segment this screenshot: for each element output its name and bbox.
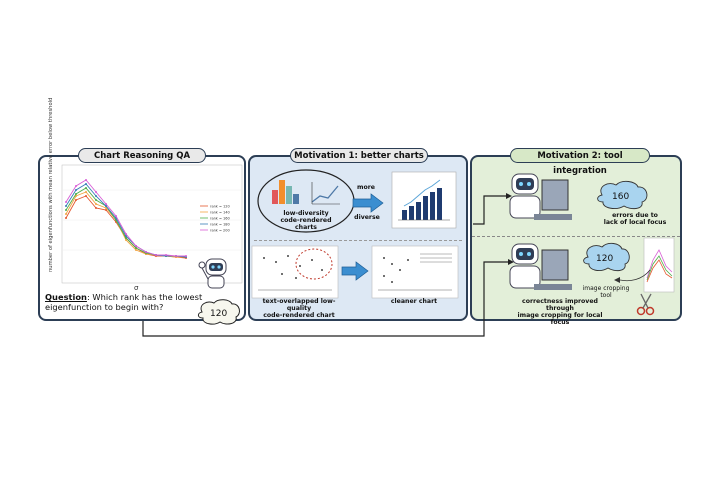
arrow-icon-top xyxy=(352,193,384,213)
chart-point xyxy=(85,195,87,197)
legend-entry: rank = 120 xyxy=(210,205,230,209)
chart-point xyxy=(75,189,77,191)
chart-point xyxy=(85,187,87,189)
thought-bubble-160: 160 xyxy=(597,180,648,210)
cropping-tool-label: image cropping tool xyxy=(582,285,630,299)
question-text: Question: Which rank has the lowest eige… xyxy=(45,292,203,313)
legend-entry: rank = 160 xyxy=(210,217,230,221)
overlapped-caption: text-overlapped low-quality code-rendere… xyxy=(262,298,336,320)
chart-point xyxy=(135,247,137,249)
robot-icon xyxy=(198,258,227,289)
svg-text:160: 160 xyxy=(612,192,629,202)
chart-point xyxy=(95,207,97,209)
chart-point xyxy=(125,239,127,241)
chart-point xyxy=(85,191,87,193)
overlapped-chart-thumbnail xyxy=(251,245,339,299)
chart-point xyxy=(105,205,107,207)
chart-point xyxy=(145,251,147,253)
chart-point xyxy=(65,209,67,211)
chart-point xyxy=(65,201,67,203)
chart-point xyxy=(135,249,137,251)
chart-point xyxy=(135,245,137,247)
legend-entry: rank = 180 xyxy=(210,223,230,227)
cropped-chart-thumbnail xyxy=(643,237,675,293)
chart-point xyxy=(95,195,97,197)
chart-point xyxy=(65,217,67,219)
chart-point xyxy=(155,254,157,256)
chart-ylabel: number of eigenfunctions with mean relat… xyxy=(48,98,54,272)
correctness-caption: correctness improved through image cropp… xyxy=(517,298,603,327)
more-label: more xyxy=(357,184,375,191)
chart-point xyxy=(75,185,77,187)
low-diversity-caption: low-diversity code-rendered charts xyxy=(280,210,332,232)
cropping-arrow xyxy=(614,269,651,283)
chart-point xyxy=(185,255,187,257)
chart-reasoning-title: Chart Reasoning QA xyxy=(78,148,206,163)
chart-point xyxy=(65,205,67,207)
chart-point xyxy=(165,254,167,256)
chart-point xyxy=(105,203,107,205)
thought-bubble-120: 120 xyxy=(583,242,630,272)
diverse-label: diverse xyxy=(354,214,380,221)
chart-point xyxy=(85,179,87,181)
cleaner-caption: cleaner chart xyxy=(390,298,438,305)
panel-3-divider xyxy=(472,236,680,237)
chart-point xyxy=(75,193,77,195)
diverse-chart-thumbnail xyxy=(391,171,457,229)
answer-bubble-120: 120 xyxy=(197,299,240,325)
chart-xlabel: σ xyxy=(134,284,139,292)
legend-entry: rank = 200 xyxy=(210,229,230,233)
legend-entry: rank = 140 xyxy=(210,211,230,215)
robot-at-computer-top xyxy=(509,173,572,220)
chart-point xyxy=(125,233,127,235)
chart-point xyxy=(95,191,97,193)
chart-point xyxy=(75,199,77,201)
svg-text:120: 120 xyxy=(596,254,613,264)
chart-point xyxy=(105,207,107,209)
scissors-icon xyxy=(636,293,655,316)
svg-text:120: 120 xyxy=(210,309,227,319)
chart-point xyxy=(175,255,177,257)
chart-point xyxy=(115,215,117,217)
chart-point xyxy=(65,213,67,215)
motivation-2-title: Motivation 2: tool integration xyxy=(510,148,650,176)
arrow-icon-bottom xyxy=(341,261,369,281)
chart-point xyxy=(125,237,127,239)
chart-point xyxy=(105,209,107,211)
cleaner-chart-thumbnail xyxy=(371,245,459,299)
chart-point xyxy=(125,235,127,237)
panel-2-divider xyxy=(254,240,462,241)
chart-point xyxy=(85,183,87,185)
errors-caption: errors due to lack of local focus xyxy=(603,212,667,227)
robot-at-computer-bottom xyxy=(509,243,572,290)
chart-point xyxy=(95,203,97,205)
motivation-1-title: Motivation 1: better charts xyxy=(290,148,428,163)
chart-point xyxy=(95,199,97,201)
